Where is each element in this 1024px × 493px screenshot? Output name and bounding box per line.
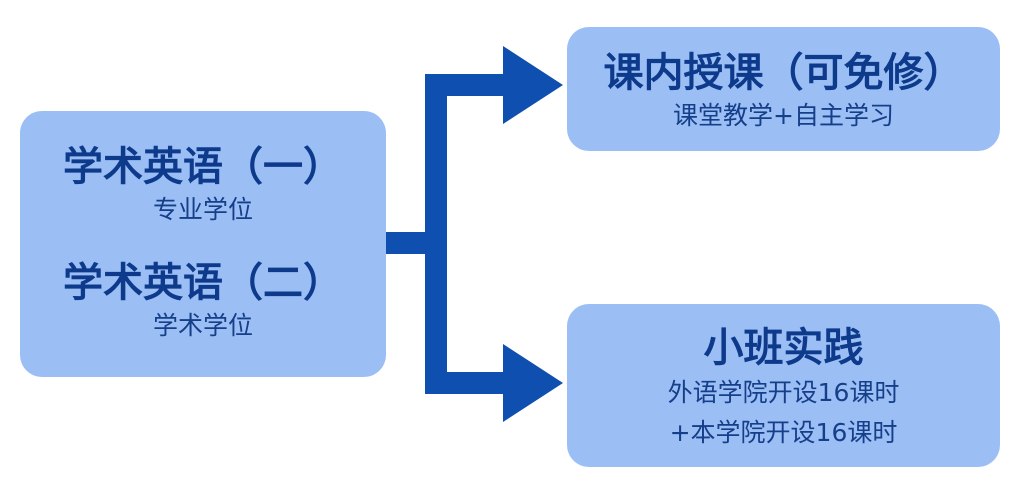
classroom-teaching-box: 课内授课（可免修） 课堂教学+自主学习	[567, 27, 1000, 151]
course-subtitle-2: 学术学位	[152, 311, 253, 340]
connector-top-horizontal	[425, 74, 515, 96]
practice-title: 小班实践	[703, 325, 864, 371]
course-title-2: 学术英语（二）	[63, 260, 343, 306]
practice-subtitle-1: 外语学院开设16课时	[667, 378, 900, 407]
arrowhead-top	[503, 46, 563, 124]
left-course-box: 学术英语（一） 专业学位 学术英语（二） 学术学位	[20, 111, 386, 377]
arrowhead-bottom	[503, 344, 563, 422]
classroom-title: 课内授课（可免修）	[603, 50, 964, 96]
connector-stem	[386, 232, 432, 254]
small-class-practice-box: 小班实践 外语学院开设16课时 +本学院开设16课时	[567, 304, 1000, 467]
connector-bottom-horizontal	[425, 372, 515, 394]
practice-subtitle-2: +本学院开设16课时	[669, 418, 898, 447]
course-title-1: 学术英语（一）	[63, 144, 343, 190]
classroom-subtitle: 课堂教学+自主学习	[673, 101, 894, 130]
connector-vertical	[425, 74, 447, 394]
course-subtitle-1: 专业学位	[152, 195, 253, 224]
